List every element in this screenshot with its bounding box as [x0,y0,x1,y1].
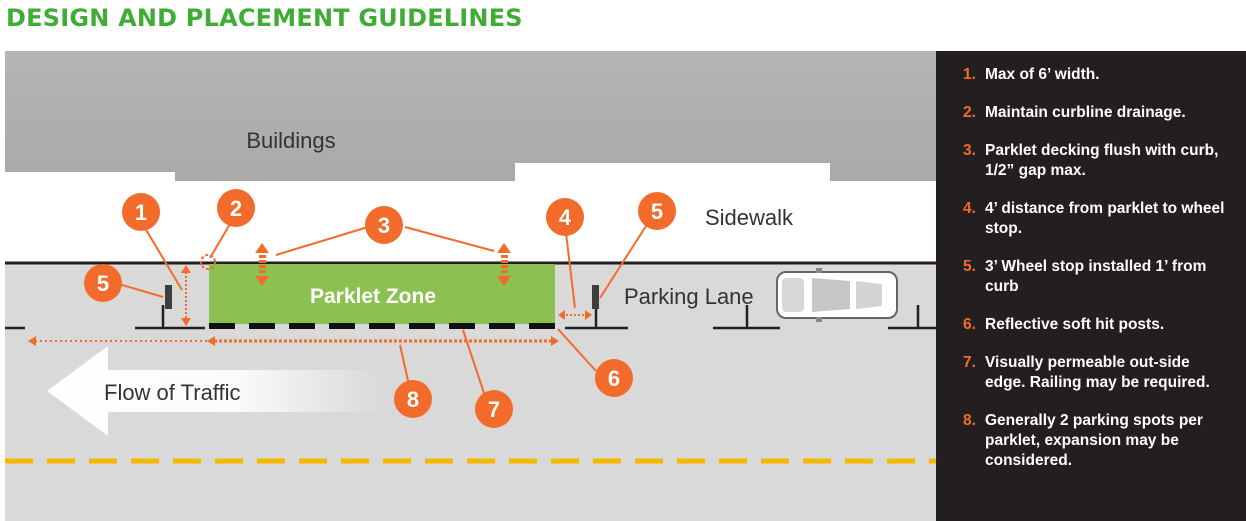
guideline-item: 7.Visually permeable out-side edge. Rail… [963,354,1210,391]
svg-text:5: 5 [97,271,109,296]
marker-6: 6 [595,359,633,397]
svg-text:7: 7 [488,397,500,422]
parking-lane-markings [5,305,936,330]
marker-4: 4 [546,198,584,236]
parked-car [776,268,898,322]
guideline-item: 6.Reflective soft hit posts. [963,316,1165,333]
diagram-title: DESIGN AND PLACEMENT GUIDELINES [6,4,523,32]
marker-5-left: 5 [84,264,122,302]
svg-text:1: 1 [135,200,147,225]
traffic-flow-arrow [47,346,385,436]
svg-text:5: 5 [651,199,663,224]
flush-curb-arrows [255,243,511,286]
guidelines-panel: 1.Max of 6’ width. 2.Maintain curbline d… [936,51,1246,521]
buildings-block [5,51,936,181]
sidewalk-label: Sidewalk [705,205,794,230]
svg-text:6: 6 [608,366,620,391]
marker-1: 1 [122,193,160,231]
guideline-item: 2.Maintain curbline drainage. [963,104,1186,121]
marker-3: 3 [365,206,403,244]
guideline-item: 5.3’ Wheel stop installed 1’ from curb [963,258,1207,295]
parklet-zone [209,264,555,324]
leader-lines [118,223,647,397]
svg-text:3: 3 [378,213,390,238]
guidelines-list: 1.Max of 6’ width. 2.Maintain curbline d… [963,65,1233,489]
guideline-item: 4.4’ distance from parklet to wheel stop… [963,200,1225,237]
svg-text:8: 8 [407,387,419,412]
guideline-item: 3.Parklet decking flush with curb, 1/2” … [963,142,1219,179]
marker-2: 2 [217,189,255,227]
marker-5-right: 5 [638,192,676,230]
guideline-item: 8.Generally 2 parking spots per parklet,… [963,412,1203,469]
sidewalk [5,174,936,262]
flow-of-traffic-label: Flow of Traffic [104,380,241,405]
buildings-label: Buildings [246,128,335,153]
parking-lane-label: Parking Lane [624,284,754,309]
svg-text:2: 2 [230,196,242,221]
parklet-zone-label: Parklet Zone [310,285,436,308]
svg-text:4: 4 [559,205,572,230]
wheel-stop-right [592,285,599,309]
wheel-stop-left [165,285,172,309]
drainage-marker [200,254,216,270]
marker-7: 7 [475,390,513,428]
marker-8: 8 [394,380,432,418]
parklet-placement-diagram: 1 2 3 4 5 5 6 7 8 Buildings Sidewalk Par… [5,51,936,521]
guideline-item: 1.Max of 6’ width. [963,66,1100,83]
